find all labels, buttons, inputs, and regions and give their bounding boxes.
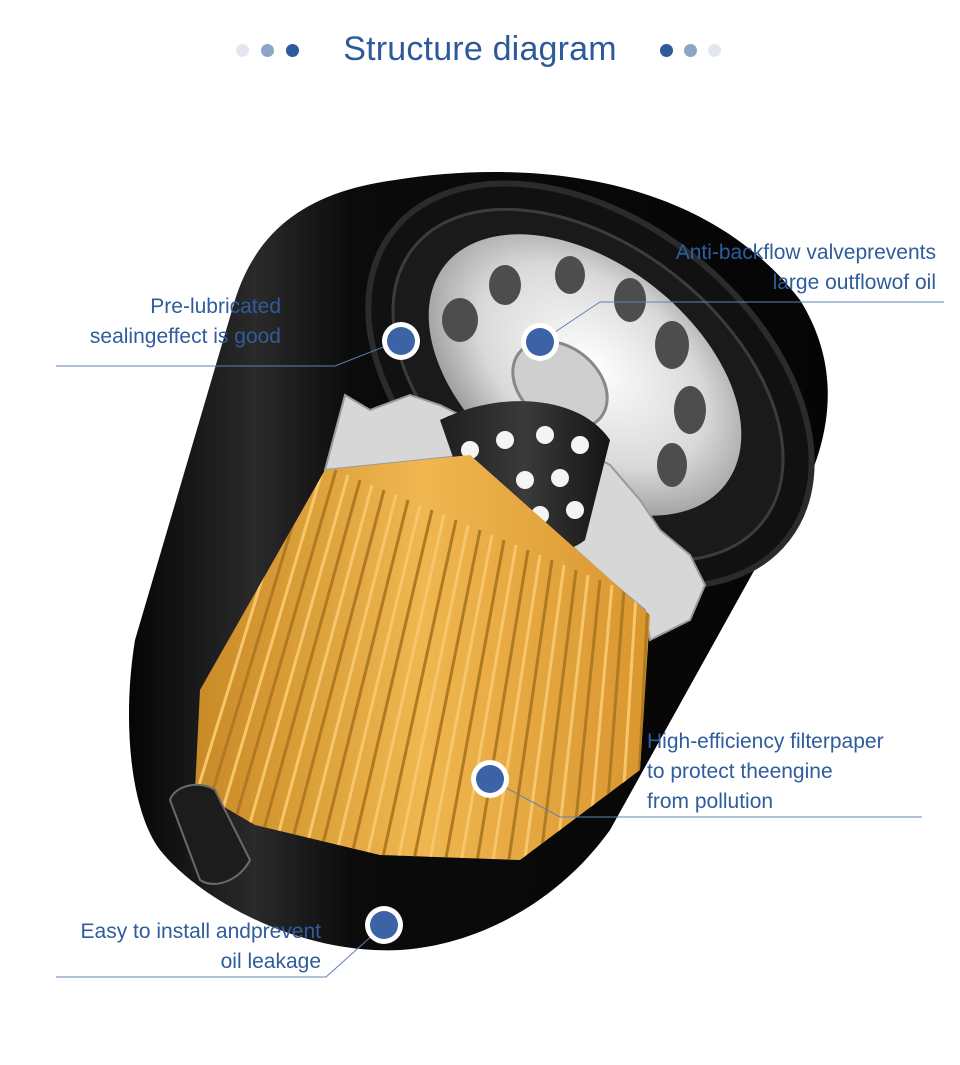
filter-pleat (248, 479, 362, 860)
filter-pleat (376, 519, 458, 860)
label-paper-line-2: to protect theengine (647, 760, 833, 783)
label-base: Easy to install andprevent oil leakage (81, 917, 321, 977)
leader-line-seal (56, 339, 402, 367)
page-title: Structure diagram (343, 30, 617, 68)
filter-pleat (360, 514, 446, 860)
title-dot-left-2 (261, 44, 274, 57)
filter-pleat (392, 524, 470, 860)
circle-marker-icon-inner (476, 765, 504, 793)
label-base-line-2: oil leakage (220, 950, 321, 973)
filter-pleat (264, 484, 374, 860)
label-base-line-1: Easy to install andprevent (80, 920, 321, 943)
label-valve: Anti-backflow valveprevents large outflo… (676, 238, 936, 298)
filter-pleat (408, 529, 482, 860)
filter-pleat (472, 549, 530, 860)
circle-marker-icon-inner (370, 911, 398, 939)
filter-paper-pleats (195, 455, 650, 860)
label-paper: High-efficiency filterpaper to protect t… (647, 727, 884, 817)
filter-pleat (536, 569, 578, 860)
label-paper-line-3: from pollution (647, 790, 774, 813)
filter-pleat (296, 494, 398, 860)
label-paper-line-1: High-efficiency filterpaper (647, 730, 884, 753)
annotation-valve (521, 301, 944, 361)
filter-pleat (456, 544, 518, 860)
filter-pleat (520, 564, 566, 860)
annotation-seal (56, 322, 420, 367)
label-valve-line-1: Anti-backflow valveprevents (675, 241, 936, 264)
filter-pleat (488, 554, 542, 860)
title-bar: Structure diagram (0, 24, 960, 80)
title-dot-right-2 (684, 44, 697, 57)
title-dot-right-1 (660, 44, 673, 57)
base-plate-holes (442, 256, 706, 487)
filter-pleat (440, 539, 506, 860)
filter-pleat (328, 504, 422, 860)
label-seal-line-1: Pre-lubricated (150, 295, 281, 318)
filter-pleat (504, 559, 554, 860)
label-seal-line-2: sealingeffect is good (89, 325, 281, 348)
circle-marker-icon-inner (387, 327, 415, 355)
title-dot-right-3 (708, 44, 721, 57)
label-valve-line-2: large outflowof oil (772, 271, 936, 294)
filter-pleat (552, 574, 590, 860)
filter-pleat (280, 489, 386, 860)
filter-pleat (216, 469, 338, 860)
filter-pleat (344, 509, 434, 860)
filter-pleat (424, 534, 494, 860)
filter-pleat (312, 499, 410, 860)
circle-marker-icon-inner (526, 328, 554, 356)
annotation-base (56, 906, 403, 978)
title-dot-left-1 (236, 44, 249, 57)
title-dot-left-3 (286, 44, 299, 57)
filter-pleat (232, 474, 350, 860)
leader-line-base (56, 924, 385, 978)
label-seal: Pre-lubricated sealingeffect is good (90, 292, 281, 352)
annotation-paper (471, 760, 922, 818)
leader-line-valve (539, 301, 944, 343)
filter-paper (195, 455, 650, 860)
filter-base-nut (168, 783, 252, 885)
leader-line-paper (489, 778, 922, 818)
